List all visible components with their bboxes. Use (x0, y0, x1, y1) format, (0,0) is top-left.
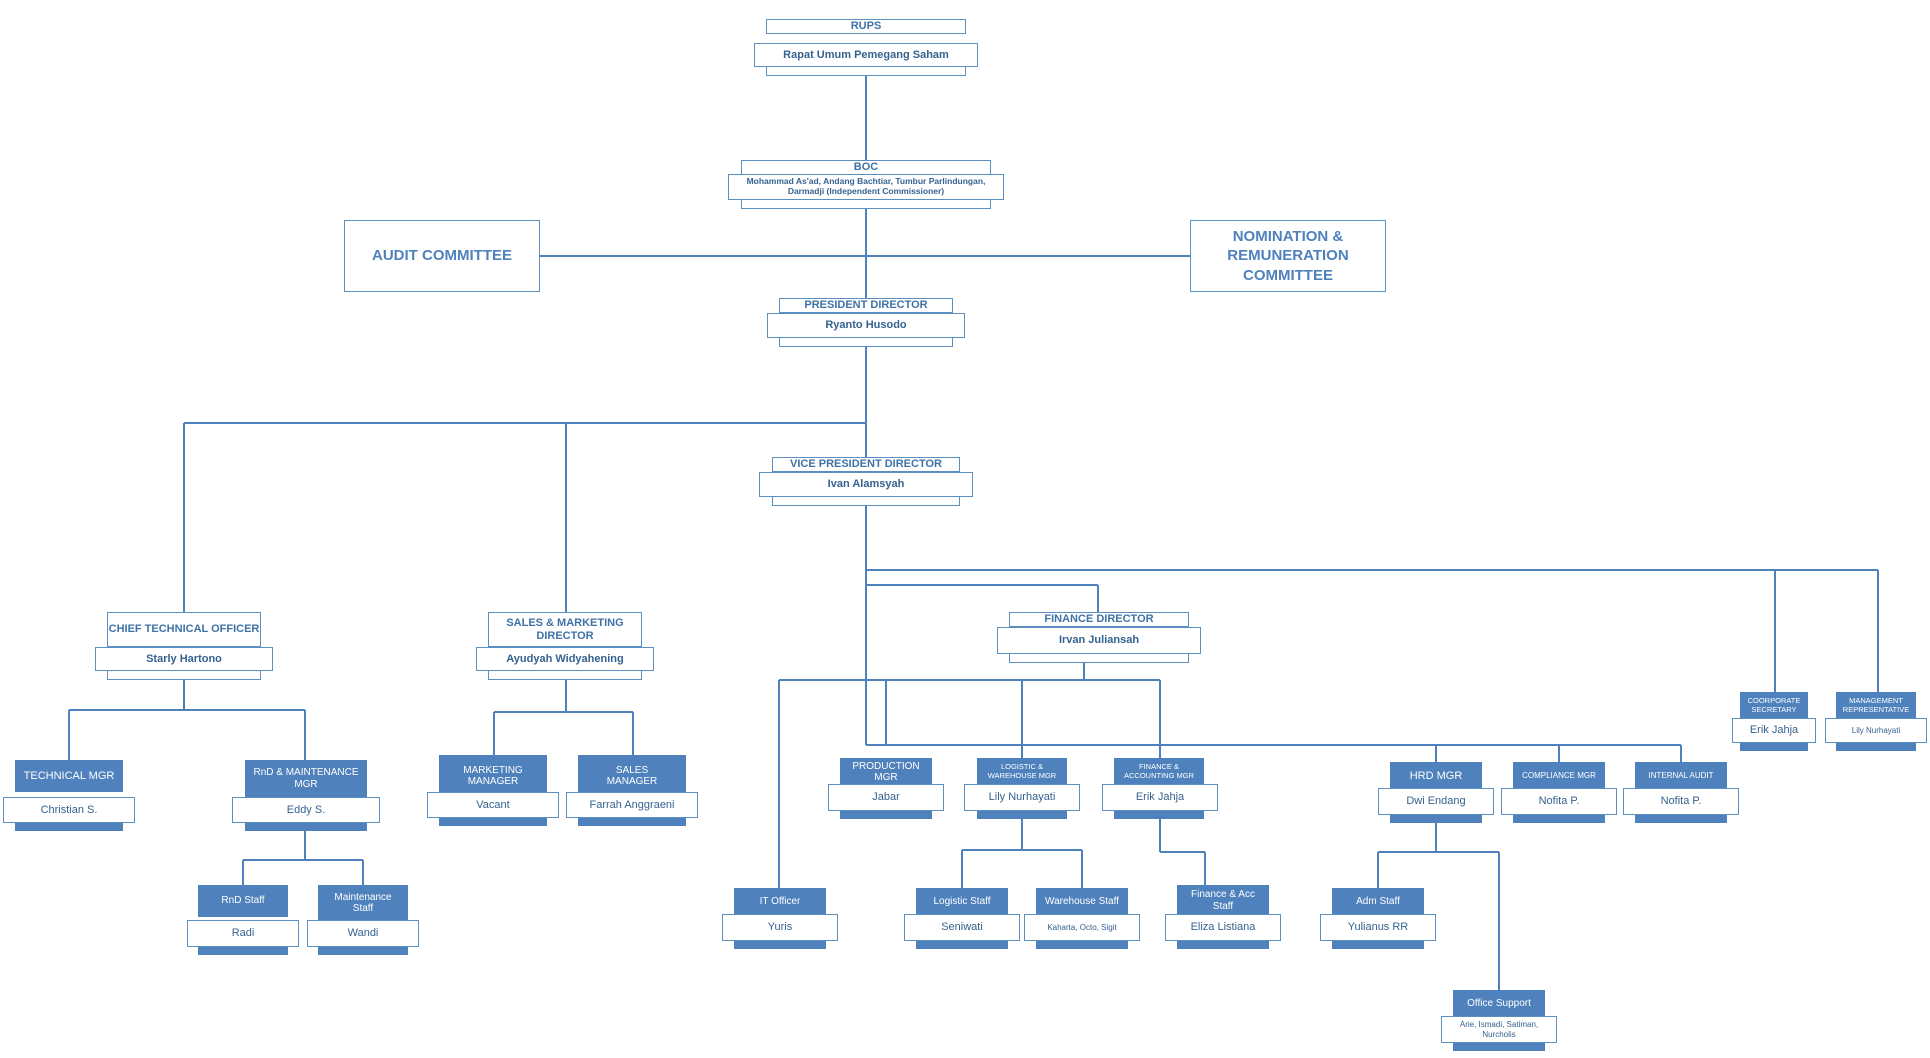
node-name: Mohammad As'ad, Andang Bachtiar, Tumbur … (728, 174, 1004, 200)
node-underlay (578, 817, 686, 826)
node-title: Maintenance Staff (318, 885, 408, 921)
node-underlay (1332, 940, 1424, 949)
node-name: Erik Jahja (1732, 718, 1816, 743)
node-name: Radi (187, 920, 299, 947)
node-name: Starly Hartono (95, 647, 273, 671)
nomination-remuneration-committee-box: NOMINATION & REMUNERATION COMMITTEE (1190, 220, 1386, 292)
node-name: Ayudyah Widyahening (476, 647, 654, 671)
node-name: Yuris (722, 914, 838, 941)
node-underlay (734, 940, 826, 949)
node-name: Irvan Juliansah (997, 627, 1201, 654)
node-name: Lily Nurhayati (964, 784, 1080, 811)
node-underlay (107, 670, 261, 680)
node-title: VICE PRESIDENT DIRECTOR (772, 457, 960, 472)
node-title: TECHNICAL MGR (15, 760, 123, 792)
node-underlay (488, 670, 642, 680)
node-underlay (1390, 814, 1482, 823)
node-underlay (1635, 814, 1727, 823)
node-title: MARKETING MANAGER (439, 755, 547, 797)
node-title: PRODUCTION MGR (840, 758, 932, 786)
node-title: RUPS (766, 19, 966, 34)
node-title: Adm Staff (1332, 888, 1424, 916)
node-title: Logistic Staff (916, 888, 1008, 916)
node-title: Finance & Acc Staff (1177, 885, 1269, 916)
node-name: Lily Nurhayati (1825, 718, 1927, 743)
node-underlay (766, 66, 966, 76)
node-underlay (245, 822, 367, 831)
node-title: IT Officer (734, 888, 826, 916)
node-name: Seniwati (904, 914, 1020, 941)
node-underlay (1036, 940, 1128, 949)
node-underlay (1453, 1042, 1545, 1051)
node-name: Nofita P. (1623, 788, 1739, 815)
node-title: CHIEF TECHNICAL OFFICER (107, 612, 261, 647)
node-name: Farrah Anggraeni (566, 792, 698, 818)
node-title: Office Support (1453, 990, 1545, 1018)
node-underlay (840, 810, 932, 819)
node-name: Vacant (427, 792, 559, 818)
node-title: FINANCE DIRECTOR (1009, 612, 1189, 627)
node-name: Eliza Listiana (1165, 914, 1281, 941)
node-name: Christian S. (3, 797, 135, 823)
node-title: Warehouse Staff (1036, 888, 1128, 916)
node-underlay (916, 940, 1008, 949)
node-title: LOGISTIC & WAREHOUSE MGR (977, 758, 1067, 786)
node-underlay (1009, 653, 1189, 663)
node-title: SALES & MARKETING DIRECTOR (488, 612, 642, 647)
node-title: RnD Staff (198, 885, 288, 917)
node-underlay (1513, 814, 1605, 823)
node-title: FINANCE & ACCOUNTING MGR (1114, 758, 1204, 786)
node-underlay (439, 817, 547, 826)
node-underlay (1177, 940, 1269, 949)
node-underlay (15, 822, 123, 831)
node-underlay (977, 810, 1067, 819)
node-name: Kaharta, Octo, Sigit (1024, 914, 1140, 941)
node-name: Yulianus RR (1320, 914, 1436, 941)
node-title: MANAGEMENT REPRESENTATIVE (1836, 692, 1916, 720)
node-name: Jabar (828, 784, 944, 811)
node-underlay (1740, 742, 1808, 751)
node-name: Dwi Endang (1378, 788, 1494, 815)
node-name: Eddy S. (232, 797, 380, 823)
node-underlay (318, 946, 408, 955)
node-underlay (1836, 742, 1916, 751)
node-title: PRESIDENT DIRECTOR (779, 298, 953, 313)
node-underlay (198, 946, 288, 955)
node-name: Wandi (307, 920, 419, 947)
node-name: Arie, Ismadi, Satiman, Nurcholis (1441, 1016, 1557, 1043)
node-title: INTERNAL AUDIT (1635, 762, 1727, 790)
node-title: BOC (741, 160, 991, 175)
node-underlay (772, 496, 960, 506)
node-name: Ryanto Husodo (767, 313, 965, 338)
node-name: Rapat Umum Pemegang Saham (754, 43, 978, 67)
node-name: Erik Jahja (1102, 784, 1218, 811)
node-title: COORPORATE SECRETARY (1740, 692, 1808, 720)
node-name: Nofita P. (1501, 788, 1617, 815)
node-underlay (779, 337, 953, 347)
node-name: Ivan Alamsyah (759, 472, 973, 497)
node-title: HRD MGR (1390, 762, 1482, 790)
audit-committee-box: AUDIT COMMITTEE (344, 220, 540, 292)
node-title: COMPLIANCE MGR (1513, 762, 1605, 790)
node-underlay (1114, 810, 1204, 819)
node-title: RnD & MAINTENANCE MGR (245, 760, 367, 797)
node-title: SALES MANAGER (578, 755, 686, 797)
node-underlay (741, 199, 991, 209)
